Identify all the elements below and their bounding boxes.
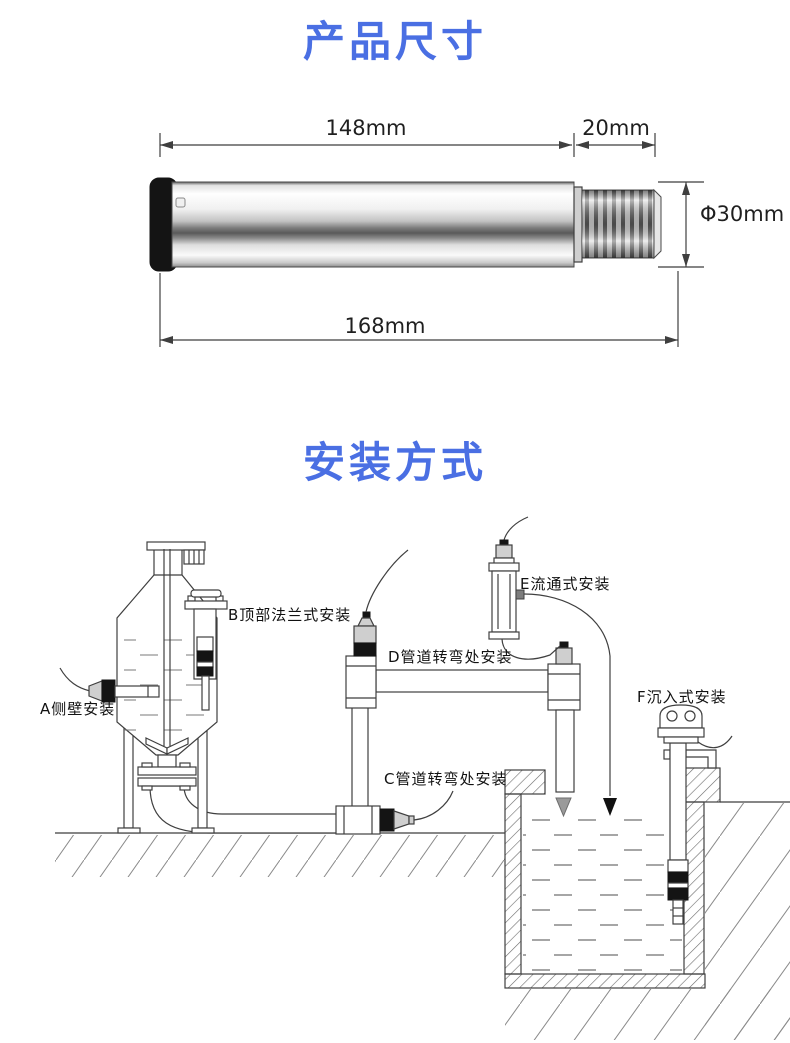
ground-hatch-left bbox=[55, 835, 505, 877]
probe-f-sensor bbox=[667, 859, 689, 925]
sensor-d bbox=[353, 549, 409, 657]
dim-diameter: Φ30mm bbox=[658, 181, 784, 268]
sensor-c bbox=[379, 790, 454, 832]
pit-left-cap bbox=[504, 769, 546, 795]
sensor-a bbox=[59, 667, 160, 703]
flange-b bbox=[184, 589, 228, 711]
earth-bottom bbox=[505, 989, 790, 1040]
outlet-tube bbox=[523, 593, 611, 796]
dim-20-label: 20mm bbox=[582, 116, 650, 140]
pipe-system bbox=[149, 641, 581, 835]
dim-148-label: 148mm bbox=[326, 116, 407, 140]
tee-c bbox=[335, 805, 381, 835]
probe-thread bbox=[581, 188, 662, 260]
label-b: B顶部法兰式安装 bbox=[228, 606, 351, 624]
motor-plate bbox=[146, 541, 206, 551]
tank bbox=[59, 541, 228, 834]
label-c: C管道转弯处安装 bbox=[384, 770, 507, 788]
horizontal-pipe bbox=[375, 669, 549, 693]
outlet-flange bbox=[137, 754, 197, 791]
installation-title: 安装方式 bbox=[302, 438, 487, 487]
flow-cell-body bbox=[491, 570, 517, 633]
pit bbox=[504, 767, 721, 989]
tee-d bbox=[345, 655, 377, 709]
probe-body bbox=[171, 181, 575, 268]
probe-f-tube bbox=[669, 742, 687, 861]
pit-water bbox=[523, 814, 682, 972]
probe-f-cable bbox=[697, 735, 733, 749]
label-a: A侧壁安装 bbox=[40, 700, 115, 718]
pit-floor bbox=[504, 973, 706, 989]
pit-right-cap bbox=[683, 767, 721, 803]
label-d: D管道转弯处安装 bbox=[388, 648, 513, 666]
dim-diameter-label: Φ30mm bbox=[700, 202, 784, 226]
agitator-shaft bbox=[145, 549, 189, 755]
ground-pipe bbox=[149, 785, 353, 834]
dim-168: 168mm bbox=[159, 271, 679, 347]
dim-148: 148mm bbox=[159, 116, 575, 157]
sensor-b bbox=[196, 636, 214, 711]
flow-arrow-black bbox=[603, 798, 617, 816]
flow-cell-outlet bbox=[515, 589, 525, 600]
probe-logo bbox=[175, 197, 186, 208]
product-dimensions-title: 产品尺寸 bbox=[302, 17, 487, 66]
installation-diagram: A侧壁安装 B顶部法兰式安装 C管道转弯处安装 D管道转弯处安装 E流通式安装 … bbox=[40, 516, 790, 1040]
label-e: E流通式安装 bbox=[520, 575, 610, 593]
flow-cell-e bbox=[488, 516, 617, 816]
inlet-tube bbox=[501, 638, 561, 660]
tank-neck bbox=[153, 548, 183, 578]
label-f: F沉入式安装 bbox=[637, 688, 727, 706]
eye-bolt-right bbox=[684, 710, 696, 722]
dim-168-label: 168mm bbox=[345, 314, 426, 338]
tee-right-sensor bbox=[555, 647, 573, 665]
probe-f-head bbox=[659, 704, 703, 729]
probe-f-bracket bbox=[685, 749, 717, 769]
down-pipe bbox=[555, 709, 575, 793]
tank-foot-right bbox=[191, 827, 215, 834]
sensor-e-cable bbox=[503, 516, 529, 541]
tee-right-sensor-tip bbox=[559, 641, 569, 649]
flow-arrow-gray bbox=[555, 797, 572, 818]
agitator-motor bbox=[183, 549, 205, 565]
probe-neck bbox=[573, 186, 583, 263]
tee-right bbox=[547, 641, 581, 818]
vertical-pipe bbox=[351, 705, 369, 809]
dim-20: 20mm bbox=[576, 116, 656, 157]
probe bbox=[149, 177, 662, 272]
probe-f bbox=[657, 704, 733, 925]
ground bbox=[55, 801, 790, 1040]
eye-bolt-left bbox=[666, 710, 678, 722]
pit-left-wall bbox=[504, 793, 522, 975]
sensor-e bbox=[495, 544, 513, 559]
dimension-drawing: 148mm 20mm bbox=[149, 116, 784, 347]
tank-foot-left bbox=[117, 827, 141, 834]
